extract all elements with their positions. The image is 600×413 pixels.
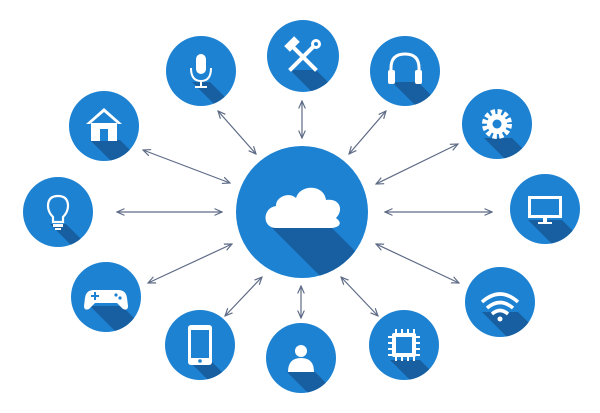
lightbulb-icon (46, 194, 70, 230)
monitor-icon (528, 196, 562, 224)
arrow-headphones (349, 111, 386, 154)
arrow-phone (225, 277, 262, 316)
microphone-icon (190, 54, 212, 88)
gear-icon (482, 109, 512, 139)
user-icon (288, 345, 314, 372)
arrow-home (143, 150, 230, 183)
smartphone-icon (188, 325, 212, 365)
wifi-icon (480, 292, 520, 322)
node-microchip[interactable] (369, 310, 452, 392)
headphones-icon (388, 52, 422, 84)
node-smartphone[interactable] (165, 310, 246, 396)
node-gamepad[interactable] (71, 262, 156, 340)
node-wifi[interactable] (465, 267, 552, 346)
node-home[interactable] (69, 91, 150, 170)
microchip-icon (388, 329, 420, 361)
connector-arrows (117, 101, 492, 318)
arrow-chip (341, 277, 378, 316)
node-microphone[interactable] (166, 36, 248, 120)
gamepad-icon (84, 290, 128, 310)
node-settings[interactable] (462, 89, 546, 172)
node-user[interactable] (266, 323, 349, 406)
node-tools[interactable] (267, 20, 352, 106)
house-icon (86, 108, 122, 141)
node-headphones[interactable] (370, 36, 452, 116)
hammer-wrench-icon (284, 36, 321, 72)
node-lightbulb[interactable] (23, 177, 100, 258)
cloud-icon (265, 187, 341, 228)
arrow-mic (218, 111, 256, 154)
node-monitor[interactable] (510, 174, 596, 254)
arrow-settings (376, 144, 458, 184)
arrow-wifi (376, 244, 459, 283)
arrow-gamepad (148, 244, 232, 283)
hub-cloud-node[interactable] (236, 146, 420, 316)
